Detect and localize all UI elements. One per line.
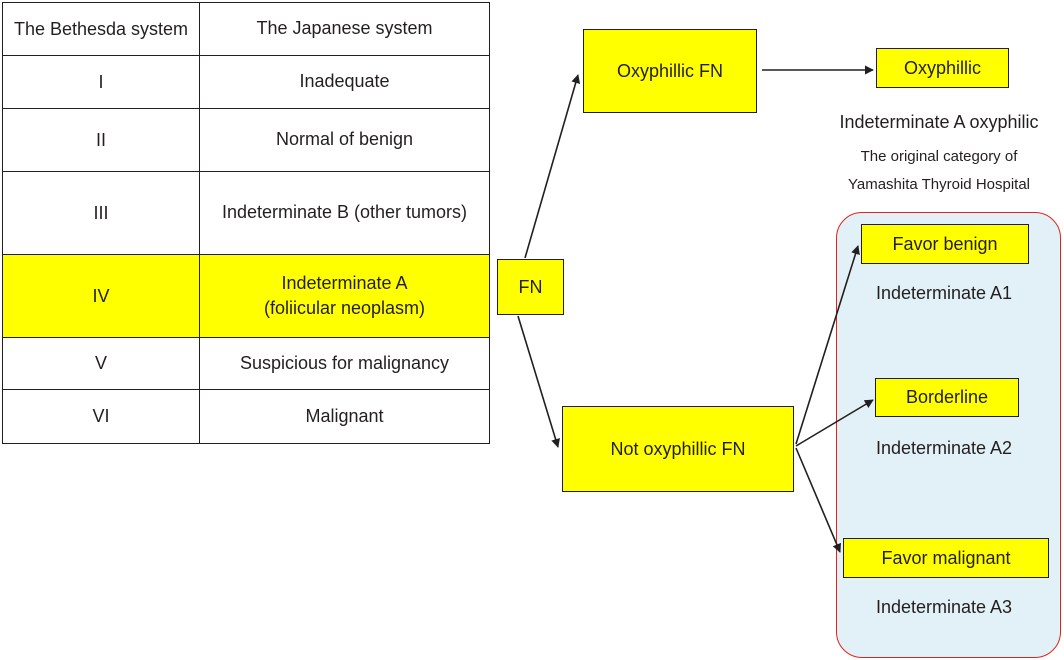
indeterminate-a-subgroup xyxy=(836,212,1061,658)
table-header-row: The Bethesda system The Japanese system xyxy=(3,3,489,56)
bethesda-cell: VI xyxy=(3,390,200,443)
bethesda-cell: II xyxy=(3,109,200,171)
arrow-fn-to-not-oxyphillic-fn xyxy=(517,315,560,448)
classification-table: The Bethesda system The Japanese system … xyxy=(2,2,490,444)
note-line-1: The original category of xyxy=(860,148,1018,165)
japanese-cell: Indeterminate A (foliicular neoplasm) xyxy=(200,255,489,337)
arrow-to-favor-malignant xyxy=(795,447,841,553)
table-row: III Indeterminate B (other tumors) xyxy=(3,172,489,255)
not-oxyphillic-fn-box: Not oxyphillic FN xyxy=(562,406,794,492)
table-row: V Suspicious for malignancy xyxy=(3,338,489,390)
header-japanese: The Japanese system xyxy=(256,18,433,39)
table-row-highlighted: IV Indeterminate A (foliicular neoplasm) xyxy=(3,255,489,338)
table-row: VI Malignant xyxy=(3,390,489,443)
bethesda-cell: I xyxy=(3,56,200,108)
japanese-line-1: Indeterminate A xyxy=(281,272,408,293)
japanese-cell: Inadequate xyxy=(299,71,390,92)
japanese-cell: Normal of benign xyxy=(275,129,414,150)
favor-malignant-box: Favor malignant xyxy=(843,538,1049,578)
oxyphillic-fn-box: Oxyphillic FN xyxy=(583,29,757,113)
oxyphillic-caption: Indeterminate A oxyphilic xyxy=(839,112,1039,132)
japanese-cell: Malignant xyxy=(305,405,384,426)
fn-box: FN xyxy=(497,259,564,315)
arrow-to-favor-benign xyxy=(795,245,860,445)
japanese-cell: Indeterminate B (other tumors) xyxy=(221,202,468,223)
arrow-to-borderline xyxy=(795,399,874,447)
japanese-cell: Suspicious for malignancy xyxy=(239,352,450,373)
japanese-line-2: (foliicular neoplasm) xyxy=(263,298,426,318)
table-row: I Inadequate xyxy=(3,56,489,109)
bethesda-cell: IV xyxy=(3,255,200,337)
note-line-2: Yamashita Thyroid Hospital xyxy=(847,176,1031,193)
bethesda-cell: III xyxy=(3,172,200,254)
oxyphillic-box: Oxyphillic xyxy=(876,48,1009,88)
header-bethesda: The Bethesda system xyxy=(3,3,200,55)
borderline-caption: Indeterminate A2 xyxy=(875,438,1013,458)
table-row: II Normal of benign xyxy=(3,109,489,172)
bethesda-cell: V xyxy=(3,338,200,389)
arrow-fn-to-oxyphillic-fn xyxy=(524,74,581,259)
favor-benign-box: Favor benign xyxy=(861,224,1029,264)
borderline-box: Borderline xyxy=(875,378,1019,417)
favor-malignant-caption: Indeterminate A3 xyxy=(875,597,1013,617)
favor-benign-caption: Indeterminate A1 xyxy=(875,283,1013,303)
